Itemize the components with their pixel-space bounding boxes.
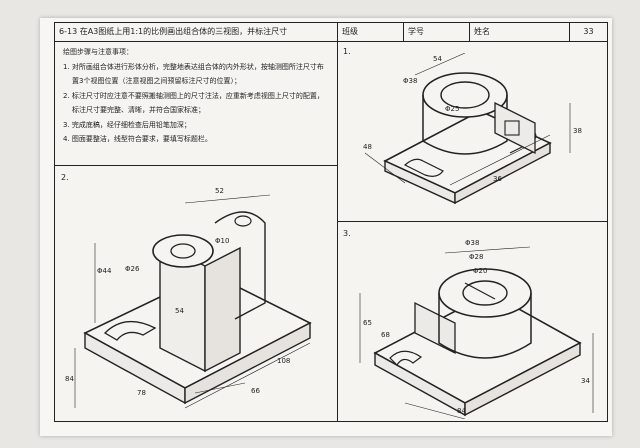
dim-label: 34	[581, 377, 590, 385]
note-line: 4. 图面要整洁，线型符合要求，要填写标题栏。	[63, 135, 212, 143]
drawing-notes: 绘图步骤与注意事项： 1. 对所画组合体进行形体分析，完整地表达组合体的内外形状…	[63, 45, 333, 147]
dim-label: 84	[65, 375, 74, 383]
dim-label: Φ26	[125, 265, 140, 273]
dim-label: Φ25	[445, 105, 459, 113]
dim-label: Φ38	[465, 239, 479, 247]
note-line: 2. 标注尺寸时应注意不要照搬轴测图上的尺寸注法，应重新考虑视图上尺寸的配置，	[63, 91, 324, 100]
dim-label: 52	[215, 187, 224, 195]
dim-label: 78	[137, 389, 146, 397]
page-number: 33	[569, 23, 607, 41]
center-divider	[337, 41, 338, 421]
student-no-field: 学号	[403, 23, 469, 41]
dim-label: Φ44	[97, 267, 112, 275]
dim-label: Φ38	[403, 77, 417, 85]
dim-label: 48	[363, 143, 372, 151]
dim-label: 65	[363, 319, 372, 327]
dim-label: 54	[433, 55, 442, 63]
dim-label: 84	[457, 407, 466, 415]
dim-label: Φ28	[469, 253, 483, 261]
class-field: 班级	[337, 23, 403, 41]
right-divider	[337, 221, 607, 222]
figure-3-label: 3.	[343, 229, 351, 238]
drawing-sheet: 6-13 在A3图纸上用1:1的比例画出组合体的三视图，并标注尺寸 班级 学号 …	[54, 22, 608, 422]
figure-3-isometric: Φ38 Φ28 Φ20 65 68 84 34	[359, 239, 594, 419]
dim-label: 66	[251, 387, 260, 395]
dim-label: Φ10	[215, 237, 229, 245]
dim-label: 36	[493, 175, 502, 183]
note-line: 标注尺寸要完整、清晰，并符合国家标准；	[72, 106, 205, 114]
dim-label: 38	[573, 127, 582, 135]
figure-1-label: 1.	[343, 47, 351, 56]
dim-label: 68	[381, 331, 390, 339]
figure-1-isometric: 54 Φ38 Φ25 48 38 36	[363, 53, 582, 205]
figure-2-isometric: 52 Φ44 Φ26 Φ10 54 84 78 66 108	[65, 187, 312, 409]
note-line: 1. 对所画组合体进行形体分析，完整地表达组合体的内外形状，按轴测图所注尺寸布	[63, 62, 324, 71]
left-divider	[55, 165, 337, 166]
note-line: 置3个视图位置（注意视图之间预留标注尺寸的位置）；	[72, 77, 241, 85]
name-field: 姓名	[469, 23, 569, 41]
note-line: 3. 完成底稿，经仔细检查后用铅笔加深；	[63, 120, 191, 129]
dim-label: 54	[175, 307, 184, 315]
dim-label: Φ20	[473, 267, 487, 275]
dim-label: 108	[277, 357, 290, 365]
sheet-title: 6-13 在A3图纸上用1:1的比例画出组合体的三视图，并标注尺寸	[59, 27, 288, 36]
title-bar: 6-13 在A3图纸上用1:1的比例画出组合体的三视图，并标注尺寸 班级 学号 …	[55, 23, 607, 42]
notes-heading: 绘图步骤与注意事项：	[63, 48, 133, 56]
figure-2-label: 2.	[61, 173, 69, 182]
